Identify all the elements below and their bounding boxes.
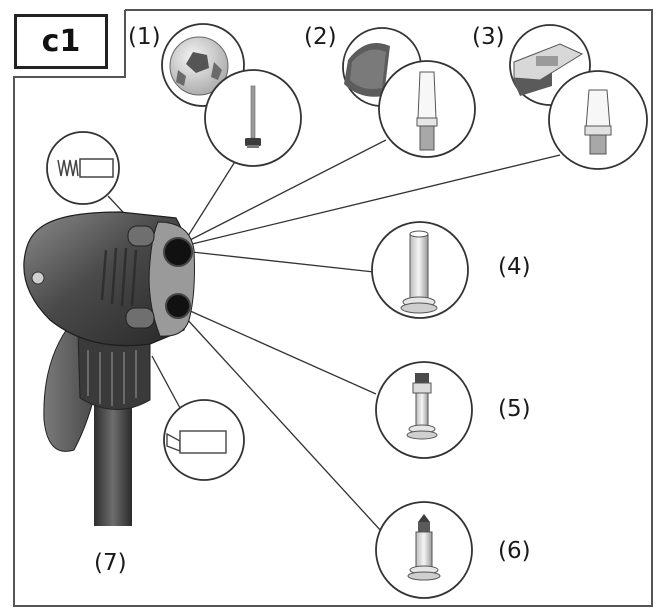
bottom-port-lock: [125, 307, 155, 329]
adapter-circle-needle: [204, 69, 302, 167]
leader-lines: [107, 139, 561, 533]
figure-label: c1: [14, 14, 108, 69]
top-port: [163, 237, 193, 267]
adapter-circle-cone: [378, 60, 476, 158]
gauge-callout: [163, 399, 245, 481]
pump-head: [23, 211, 195, 526]
callout-5: (5): [498, 396, 531, 422]
pivot-pin: [31, 271, 45, 285]
callout-7: (7): [94, 550, 127, 576]
leader-line-2: [189, 139, 387, 241]
adapter-circle-valve: [375, 361, 473, 459]
spring-callout: [46, 131, 120, 205]
bottom-port: [165, 293, 191, 319]
collar: [77, 331, 151, 410]
figure-frame: [13, 9, 653, 607]
adapter-circle-needle-valve: [375, 501, 473, 599]
callout-3: (3): [472, 24, 505, 50]
callout-6: (6): [498, 538, 531, 564]
leader-line-4: [191, 251, 375, 273]
leader-line-gauge: [151, 355, 181, 409]
leader-line-1: [187, 159, 237, 237]
callout-4: (4): [498, 254, 531, 280]
leader-line-3: [191, 154, 561, 245]
leader-line-6: [185, 317, 383, 533]
adapter-circle-large: [548, 70, 648, 170]
adapter-circle-presta: [371, 221, 469, 319]
callout-2: (2): [304, 24, 337, 50]
callout-1: (1): [128, 24, 161, 50]
leader-line-5: [187, 309, 377, 395]
top-port-lock: [127, 225, 155, 247]
